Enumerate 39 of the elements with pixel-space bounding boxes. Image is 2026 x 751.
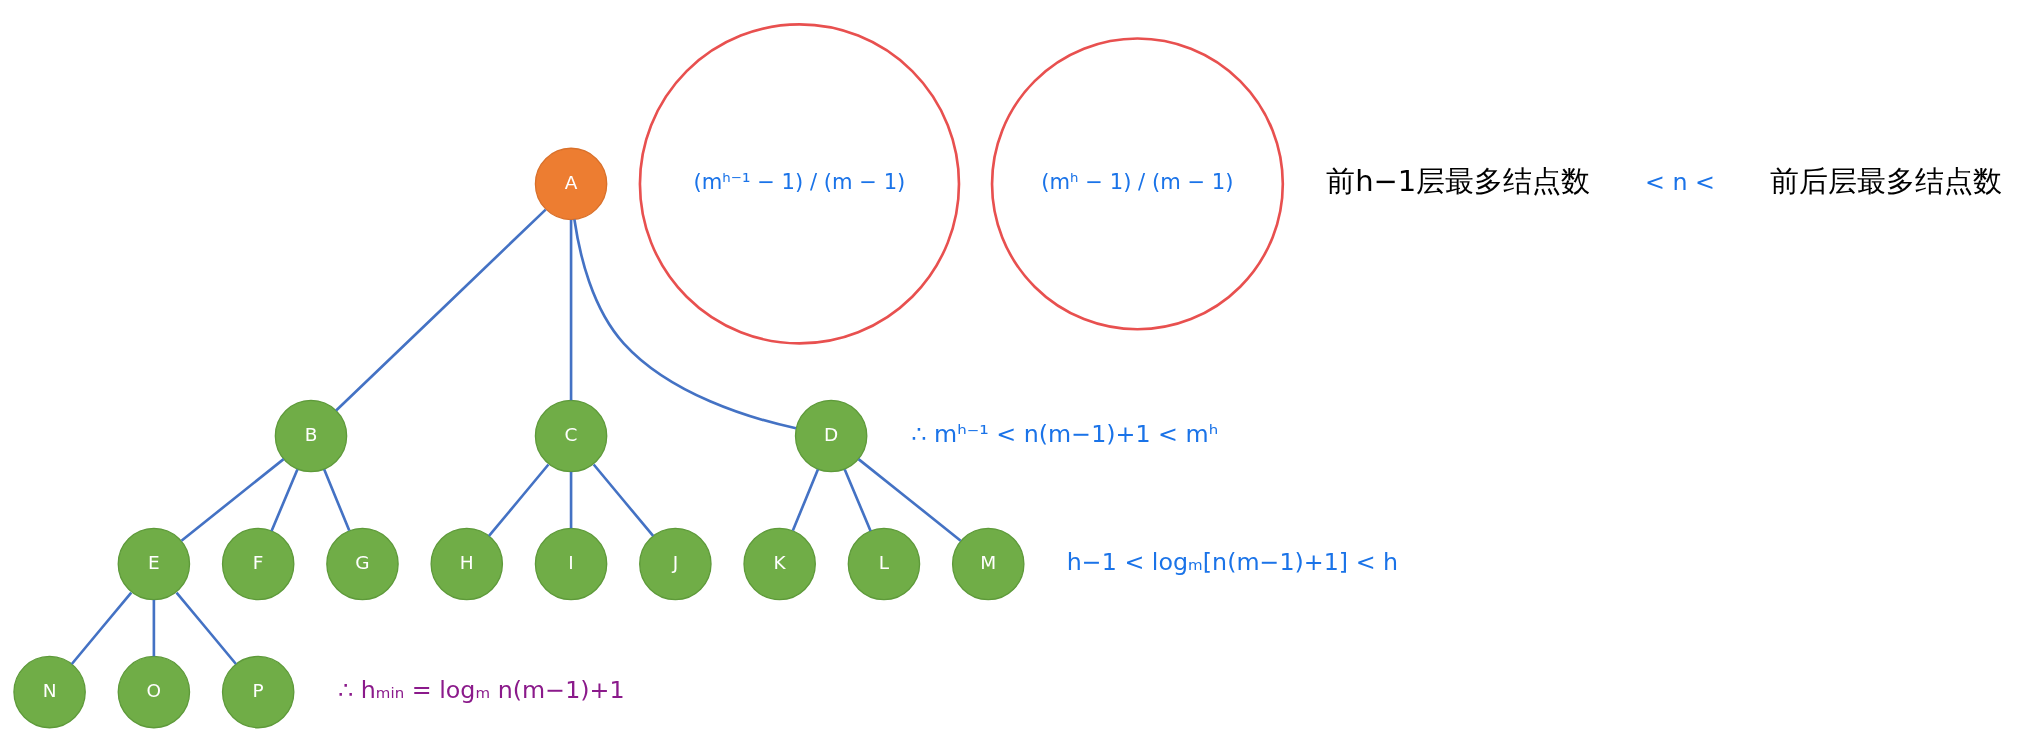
node-circle: (mʰ⁻¹ − 1) / (m − 1) [638, 22, 961, 345]
node-circle: P [221, 655, 295, 728]
label: < n < [1645, 167, 1715, 196]
node-circle: N [13, 655, 86, 728]
connector [323, 468, 351, 531]
node-circle: M [951, 527, 1025, 600]
node-circle: D [794, 399, 868, 472]
label: ∴ mʰ⁻¹ < n(m−1)+1 < mʰ [911, 419, 1219, 448]
node-circle: L [847, 527, 921, 600]
connector [843, 468, 872, 531]
label: h−1 < logₘ[n(m−1)+1] < h [1066, 547, 1399, 576]
node-circle: F [221, 527, 295, 600]
node-circle: (mʰ − 1) / (m − 1) [990, 36, 1285, 331]
node-circle: O [117, 655, 191, 728]
node-circle: H [430, 527, 504, 600]
node-circle: I [534, 527, 608, 600]
connector [857, 457, 962, 542]
label: 前h−1层最多结点数 [1326, 163, 1591, 198]
connector [592, 463, 655, 537]
node-circle: A [534, 147, 608, 220]
connector [335, 208, 547, 411]
connector [152, 599, 156, 656]
connector [573, 218, 797, 430]
connector [569, 471, 573, 528]
label: ∴ hₘᵢₙ = logₘ n(m−1)+1 [338, 675, 625, 704]
node-circle: C [534, 399, 608, 472]
node-circle: B [274, 399, 348, 472]
connector [175, 591, 237, 665]
connector [569, 219, 573, 400]
connector [488, 463, 550, 537]
node-circle: E [117, 527, 191, 600]
connector [270, 468, 299, 531]
node-circle: J [639, 527, 712, 600]
node-circle: G [326, 527, 399, 600]
connector [791, 468, 820, 531]
node-circle: K [743, 527, 816, 600]
connector [180, 457, 285, 542]
connector [70, 591, 133, 665]
label: 前后层最多结点数 [1769, 163, 2002, 198]
